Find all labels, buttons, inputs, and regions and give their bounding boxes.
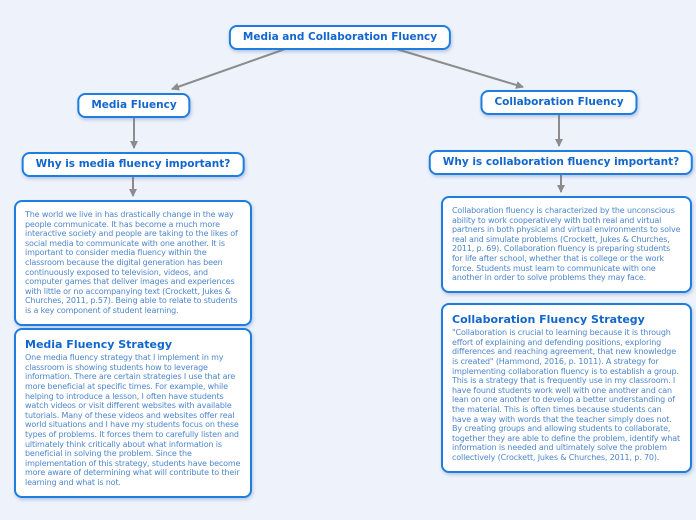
node-media-fluency-importance-text[interactable]: The world we live in has drastically cha… <box>14 200 252 326</box>
collaboration-fluency-strategy-body: "Collaboration is crucial to learning be… <box>452 328 680 462</box>
node-collaboration-fluency-importance-text[interactable]: Collaboration fluency is characterized b… <box>441 196 692 293</box>
node-why-media-fluency[interactable]: Why is media fluency important? <box>21 152 245 177</box>
node-why-media-fluency-label: Why is media fluency important? <box>35 158 231 170</box>
node-why-collaboration-fluency-label: Why is collaboration fluency important? <box>442 156 680 168</box>
connector-root-to-media <box>171 47 289 91</box>
media-fluency-strategy-title: Media Fluency Strategy <box>25 338 173 351</box>
node-collaboration-fluency[interactable]: Collaboration Fluency <box>480 90 638 115</box>
media-fluency-strategy-body: One media fluency strategy that I implem… <box>25 353 241 487</box>
collaboration-fluency-importance-body: Collaboration fluency is characterized b… <box>452 206 681 283</box>
connector-root-to-collab <box>392 47 524 89</box>
node-collaboration-fluency-strategy[interactable]: Collaboration Fluency Strategy "Collabor… <box>441 303 692 473</box>
collaboration-fluency-strategy-title: Collaboration Fluency Strategy <box>452 313 645 326</box>
node-root-label: Media and Collaboration Fluency <box>242 31 438 43</box>
node-collaboration-fluency-label: Collaboration Fluency <box>494 96 624 108</box>
node-media-fluency-label: Media Fluency <box>91 99 177 111</box>
media-fluency-importance-body: The world we live in has drastically cha… <box>25 210 238 315</box>
node-media-fluency[interactable]: Media Fluency <box>77 93 191 118</box>
node-why-collaboration-fluency[interactable]: Why is collaboration fluency important? <box>428 150 694 175</box>
node-media-fluency-strategy[interactable]: Media Fluency Strategy One media fluency… <box>14 328 252 498</box>
node-root[interactable]: Media and Collaboration Fluency <box>228 25 452 50</box>
